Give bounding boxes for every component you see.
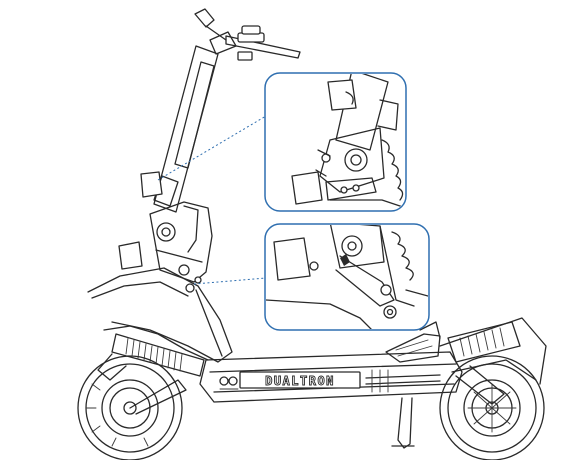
front-light bbox=[118, 171, 163, 270]
callout-hinge-bolt bbox=[264, 223, 430, 331]
deck-brand-label: DUALTRON bbox=[265, 374, 335, 388]
rear-footrest bbox=[385, 321, 441, 363]
handlebar bbox=[194, 8, 301, 61]
folding-joint bbox=[149, 201, 213, 293]
callout-folding-latch bbox=[264, 72, 407, 212]
front-suspension bbox=[97, 333, 205, 381]
stem bbox=[153, 45, 219, 213]
rear-wheel bbox=[439, 355, 545, 460]
front-body bbox=[87, 267, 233, 363]
deck: DUALTRON bbox=[199, 351, 463, 403]
kickstand bbox=[391, 397, 415, 449]
front-wheel bbox=[77, 355, 187, 460]
callout-connectors bbox=[157, 115, 267, 285]
deck-logo bbox=[219, 376, 239, 390]
rear-suspension bbox=[439, 317, 547, 385]
